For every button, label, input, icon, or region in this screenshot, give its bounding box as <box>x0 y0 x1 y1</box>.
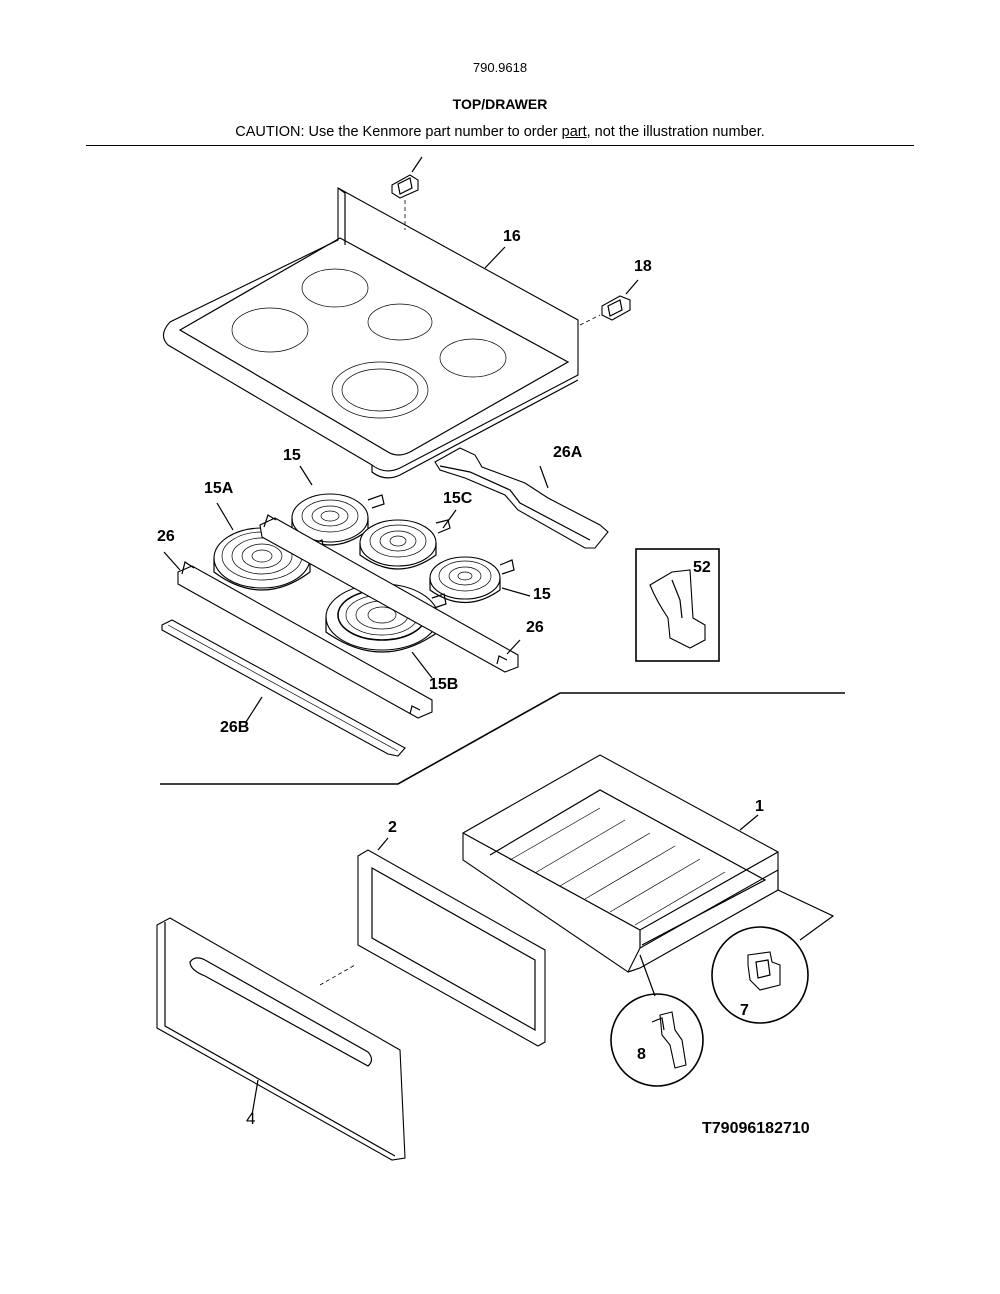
callout-16: 16 <box>503 228 521 245</box>
callout-26a: 26A <box>553 444 583 461</box>
bracket-part-top <box>391 156 423 230</box>
callout-15a: 15A <box>204 480 234 497</box>
callout-15c: 15C <box>443 490 473 507</box>
callout-7: 7 <box>740 1002 749 1019</box>
support-rail-26-left <box>163 551 433 719</box>
support-rail-26-right <box>259 514 521 673</box>
burner-part-15c <box>359 509 457 570</box>
burner-part-15-right <box>429 556 531 603</box>
callout-1: 1 <box>755 798 764 815</box>
caution-text-start: CAUTION: Use the Kenmore part number to … <box>235 124 562 140</box>
model-number: 790.9618 <box>472 60 528 75</box>
leader-16 <box>484 246 506 269</box>
inset-part-52 <box>635 548 720 662</box>
caution-part-link[interactable]: part <box>561 124 587 140</box>
section-title: TOP/DRAWER <box>452 96 548 112</box>
cooktop-part-16 <box>162 187 579 479</box>
callout-18: 18 <box>634 258 652 275</box>
callout-4: 4 <box>246 1109 256 1128</box>
drawer-panel-part-2 <box>319 837 546 1047</box>
drawer-part-1 <box>462 754 835 973</box>
header-divider <box>86 145 914 146</box>
inset-part-7 <box>711 926 809 1024</box>
callout-26b: 26B <box>220 719 250 736</box>
callout-26-right: 26 <box>526 619 544 636</box>
diagram-code: T79096182710 <box>702 1120 810 1137</box>
caution-note: CAUTION: Use the Kenmore part number to … <box>0 124 1000 140</box>
callout-2: 2 <box>388 819 397 836</box>
callout-15-top: 15 <box>283 447 301 464</box>
caution-text-end: , not the illustration number. <box>586 124 765 140</box>
callout-8: 8 <box>637 1046 646 1063</box>
bracket-part-18 <box>579 279 639 326</box>
harness-part-26a <box>434 447 609 549</box>
drawer-front-part-4 <box>156 917 406 1161</box>
callout-15b: 15B <box>429 676 459 693</box>
section-divider-line <box>160 692 845 785</box>
callout-26-left: 26 <box>157 528 175 545</box>
trim-strip-26b <box>161 619 406 757</box>
callout-52: 52 <box>693 559 711 576</box>
inset-part-8 <box>610 954 704 1087</box>
callout-15-right: 15 <box>533 586 551 603</box>
